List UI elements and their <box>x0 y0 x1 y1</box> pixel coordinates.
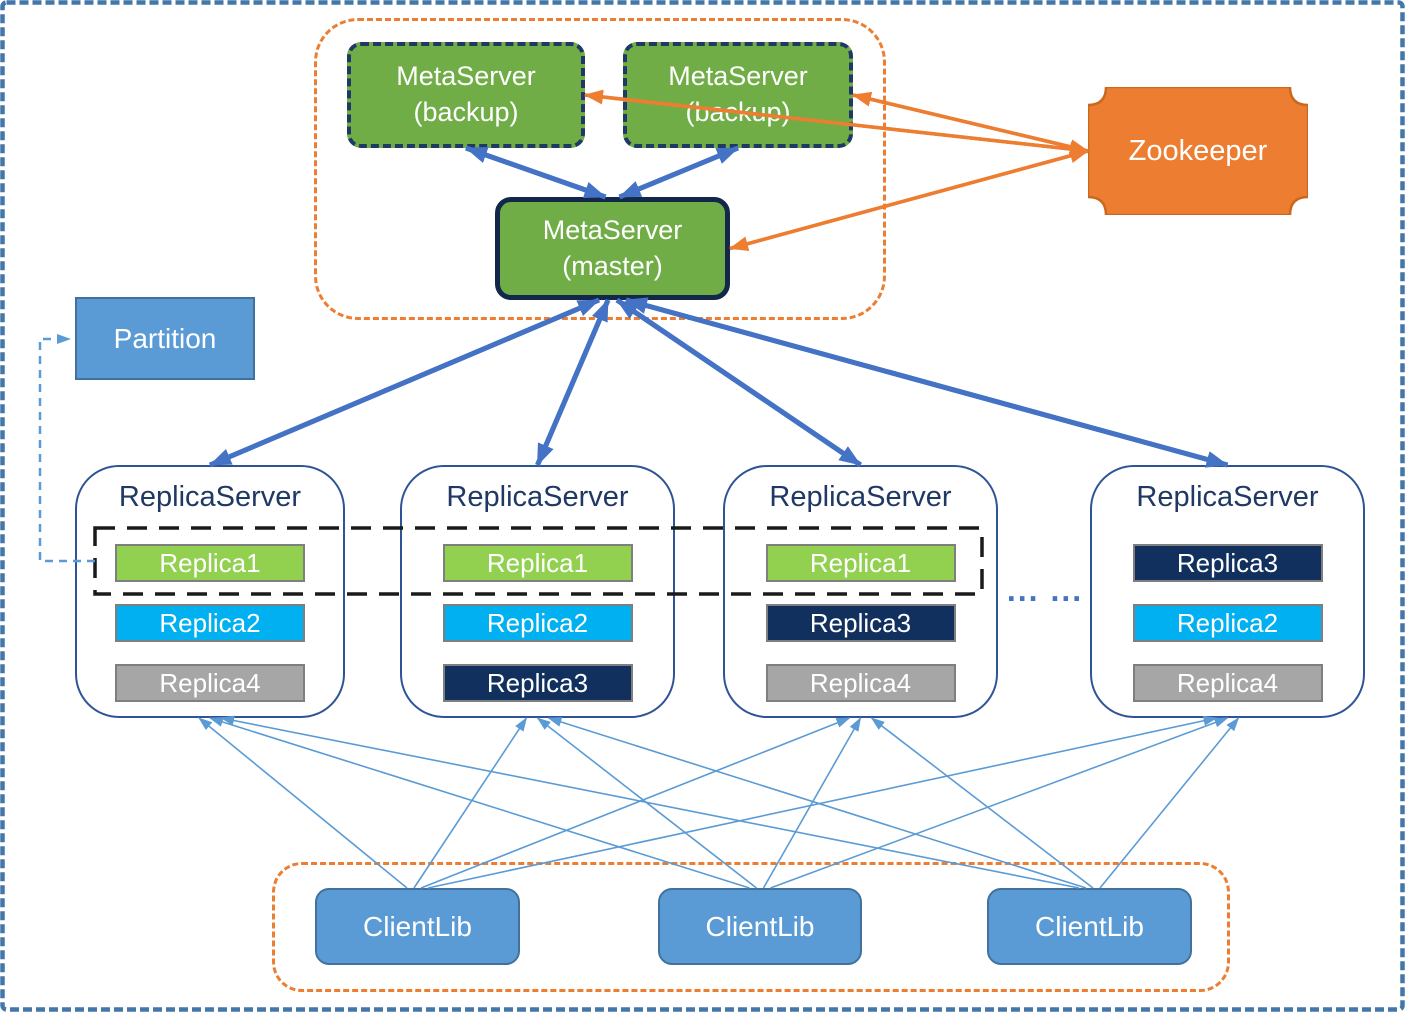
metaserver-backup-1: MetaServer (backup) <box>347 42 585 148</box>
replica-box: Replica1 <box>765 544 956 582</box>
clientlib-2-label: ClientLib <box>705 910 815 942</box>
replica-box: Replica3 <box>442 664 633 702</box>
edge-zookeeper-backup2 <box>852 91 1089 153</box>
edge-master-rs1 <box>209 297 600 468</box>
metaserver-backup-1-line1: MetaServer <box>396 61 536 92</box>
clientlib-3: ClientLib <box>987 888 1192 965</box>
replica-box: Replica2 <box>115 604 305 642</box>
metaserver-master-line2: (master) <box>562 250 663 281</box>
partition-label: Partition <box>113 322 217 354</box>
replica-box: Replica4 <box>1132 664 1323 702</box>
replica-server-1-title: ReplicaServer <box>118 481 302 513</box>
partition-node: Partition <box>75 297 255 380</box>
edge-master-rs3 <box>615 297 862 468</box>
metaserver-backup-2-line1: MetaServer <box>668 61 808 92</box>
clientlib-3-label: ClientLib <box>1035 910 1144 942</box>
replica-box: Replica4 <box>115 664 305 702</box>
replica-box: Replica1 <box>115 544 305 582</box>
zookeeper-node: Zookeeper <box>1088 87 1308 215</box>
metaserver-backup-2-line2: (backup) <box>685 97 791 127</box>
edge-master-rs4-rev <box>625 297 1229 468</box>
replica-box: Replica2 <box>442 604 633 642</box>
edge-master-rs4 <box>625 297 1229 468</box>
metaserver-master-line1: MetaServer <box>542 214 683 245</box>
replica-box: Replica4 <box>765 664 956 702</box>
zookeeper-label: Zookeeper <box>1128 134 1268 167</box>
replica-server-1: ReplicaServer Replica1 Replica2 Replica4 <box>75 465 345 718</box>
edge-master-rs2-rev <box>535 299 611 466</box>
replica-box: Replica2 <box>1132 604 1323 642</box>
metaserver-master: MetaServer (master) <box>495 197 730 300</box>
metaserver-backup-2: MetaServer (backup) <box>623 42 853 148</box>
replica-server-2: ReplicaServer Replica1 Replica2 Replica3 <box>400 465 675 718</box>
replica-server-2-title: ReplicaServer <box>446 481 629 513</box>
edge-master-rs3-rev <box>615 297 862 468</box>
replica-server-4-title: ReplicaServer <box>1136 481 1319 513</box>
replica-box: Replica3 <box>1132 544 1323 582</box>
replica-box: Replica3 <box>765 604 956 642</box>
replica-server-3-title: ReplicaServer <box>769 481 952 513</box>
clientlib-2: ClientLib <box>658 888 862 965</box>
edge-master-rs1-rev <box>209 297 600 468</box>
clientlib-1: ClientLib <box>315 888 520 965</box>
replica-server-3: ReplicaServer Replica1 Replica3 Replica4 <box>723 465 998 718</box>
clientlib-1-label: ClientLib <box>363 910 472 942</box>
edge-master-rs2 <box>535 299 611 466</box>
replica-server-4: ReplicaServer Replica3 Replica2 Replica4 <box>1090 465 1365 718</box>
replica-box: Replica1 <box>442 544 633 582</box>
metaserver-backup-1-line2: (backup) <box>413 97 519 127</box>
edge-zookeeper-backup2-rev <box>852 93 1089 155</box>
ellipsis-dots: ... ... <box>1006 572 1084 608</box>
